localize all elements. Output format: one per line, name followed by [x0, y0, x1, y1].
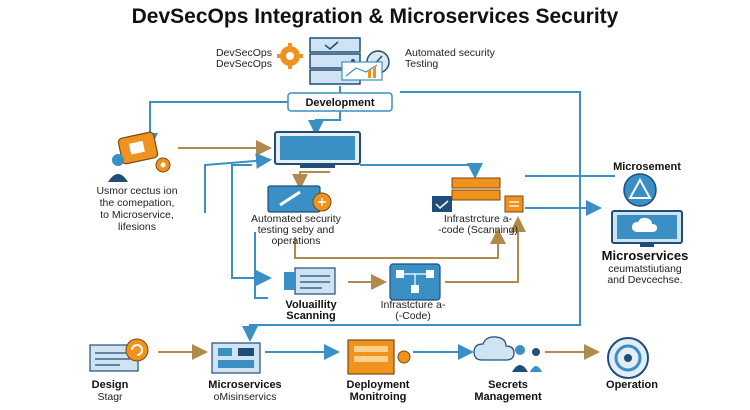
- autotest-line1: Automated security: [251, 213, 342, 225]
- cog-ring-icon: [607, 337, 649, 379]
- top-left-label-2: DevSecOps: [216, 58, 272, 70]
- deploy-line2: Monitroing: [350, 391, 407, 403]
- flow-note-to-monitor: [204, 152, 272, 213]
- operation-label: Operation: [606, 379, 658, 391]
- flow-side-loop: [254, 232, 268, 299]
- vuln-line1: Voluaillity: [285, 299, 337, 311]
- flow-autotest-to-iac: [294, 228, 506, 259]
- autotest-line2: testing seby and: [258, 224, 335, 236]
- iac-scan-line2: -code (Scanning): [438, 224, 518, 236]
- cloud-monitor-icon: [611, 210, 683, 247]
- checklist-icon: [284, 267, 336, 295]
- design-line1: Design: [92, 379, 129, 391]
- iac-line1: Infrastcture a-: [381, 299, 446, 311]
- monitor-icon: [274, 131, 361, 168]
- flow-return-loop: [242, 91, 581, 342]
- flow-iac-up: [445, 216, 526, 283]
- people-cloud-icon: [473, 336, 542, 372]
- iac-scan-line1: Infrastrcture a-: [444, 213, 513, 225]
- left-note-line2: the comepation,: [100, 197, 175, 209]
- secrets-line2: Management: [474, 391, 542, 403]
- chart-icon: [341, 61, 383, 81]
- left-note-line4: lifesions: [118, 221, 156, 233]
- flow-dev-to-monitor: [308, 110, 341, 136]
- microservices-icon: [211, 342, 261, 374]
- network-icon: [389, 263, 441, 301]
- right-title: Microservices: [602, 248, 689, 263]
- right-line2: and Devcechse.: [607, 274, 682, 286]
- micro-line2: oMisinservics: [213, 391, 276, 403]
- vuln-line2: Scanning: [286, 310, 336, 322]
- flow-monitor-to-iac: [360, 163, 483, 179]
- layers-icon: [432, 177, 524, 213]
- development-label: Development: [305, 97, 374, 109]
- triangle-globe-icon: [623, 173, 657, 207]
- person-gear-icon: [108, 131, 171, 182]
- top-right-label-1: Automated security: [405, 47, 496, 59]
- tools-icon: [267, 185, 332, 213]
- right-line1: ceumatstiutiang: [608, 263, 682, 275]
- cycle-icon: [89, 338, 149, 372]
- top-left-label-1: DevSecOps: [216, 47, 272, 59]
- iac-line2: (-Code): [395, 310, 431, 322]
- flow-dev-to-left: [142, 101, 300, 149]
- left-note-line1: Usmor cectus ion: [96, 185, 177, 197]
- deploy-icon: [347, 339, 411, 375]
- flow-to-vuln: [231, 164, 272, 286]
- secrets-line1: Secrets: [488, 379, 528, 391]
- top-right-label-2: Testing: [405, 58, 438, 70]
- deploy-line1: Deployment: [347, 379, 410, 391]
- microsement-label: Microsement: [613, 161, 681, 173]
- autotest-line3: operations: [271, 235, 320, 247]
- micro-line1: Microservices: [208, 379, 281, 391]
- design-line2: Stagr: [97, 391, 123, 403]
- left-note-line3: to Microservice,: [100, 209, 174, 221]
- development-box: [287, 92, 393, 112]
- page-title: DevSecOps Integration & Microservices Se…: [132, 5, 619, 28]
- gear-icon: [277, 43, 303, 69]
- flow-monitor-to-autotest: [292, 171, 330, 190]
